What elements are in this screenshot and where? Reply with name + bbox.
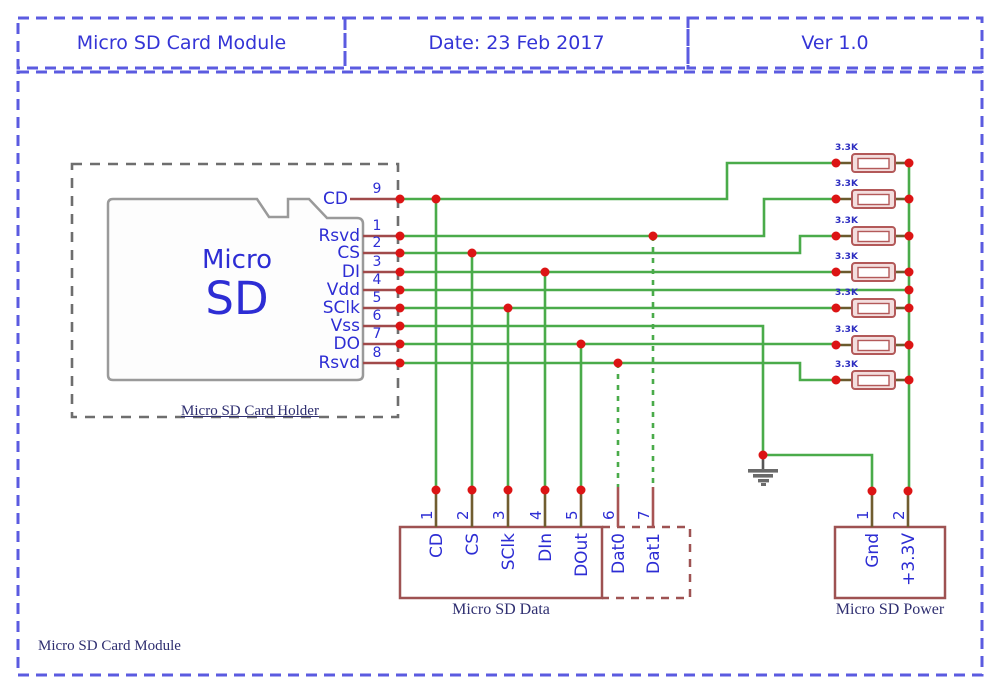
pin-label: DOut bbox=[572, 533, 592, 577]
resistor bbox=[851, 189, 896, 209]
holder-pin-number: 4 bbox=[372, 272, 382, 288]
holder-pin-number: 3 bbox=[372, 254, 382, 270]
holder-pin-label: DO bbox=[333, 334, 360, 354]
pin-label: +3.3V bbox=[899, 533, 919, 586]
data-connector-box bbox=[398, 525, 604, 600]
pin-label: CD bbox=[427, 533, 447, 558]
holder-pin-label: Vss bbox=[330, 316, 360, 336]
holder-pin-number: 9 bbox=[372, 181, 382, 197]
resistor-value: 3.3K bbox=[835, 216, 858, 226]
resistor-value: 3.3K bbox=[835, 325, 858, 335]
title-version: Ver 1.0 bbox=[801, 32, 869, 54]
pin-label: SClk bbox=[499, 533, 519, 570]
resistor-value: 3.3K bbox=[835, 179, 858, 189]
wires bbox=[400, 161, 911, 492]
resistor bbox=[851, 226, 896, 246]
resistor bbox=[851, 153, 896, 173]
wires-reserved-dashed bbox=[616, 236, 655, 487]
junction-dots bbox=[395, 158, 914, 496]
power-connector-pin-numbers: 1 2 bbox=[854, 510, 908, 520]
resistor-value: 3.3K bbox=[835, 143, 858, 153]
pin-label: CS bbox=[463, 533, 483, 556]
holder-pin-label: CD bbox=[323, 189, 348, 209]
pin-number: 3 bbox=[490, 510, 508, 520]
holder-pin-number: 2 bbox=[372, 235, 382, 251]
title-block-borders bbox=[16, 16, 984, 677]
holder-pin-number: 1 bbox=[372, 218, 382, 234]
resistor bbox=[851, 298, 896, 318]
pin-label: Dat0 bbox=[609, 533, 629, 574]
data-connector-caption: Micro SD Data bbox=[452, 601, 550, 618]
pin-number: 4 bbox=[527, 510, 545, 520]
micro-sd-card-shape bbox=[106, 197, 365, 382]
holder-pin-number: 6 bbox=[372, 308, 382, 324]
holder-pin-number: 7 bbox=[372, 326, 382, 342]
footer-label: Micro SD Card Module bbox=[38, 638, 181, 654]
title-date: Date: 23 Feb 2017 bbox=[428, 32, 605, 54]
holder-pin-label: Rsvd bbox=[318, 353, 360, 373]
ground-symbol bbox=[748, 455, 778, 486]
pin-number: 1 bbox=[418, 510, 436, 520]
holder-pin-label: Rsvd bbox=[318, 226, 360, 246]
pin-label: DIn bbox=[536, 533, 556, 562]
power-connector-box bbox=[833, 525, 947, 600]
data-connector-pin-labels: CD CS SClk DIn DOut Dat0 Dat1 bbox=[427, 533, 664, 577]
pin-label: Dat1 bbox=[644, 533, 664, 574]
holder-pin-number: 8 bbox=[372, 345, 382, 361]
resistor-value: 3.3K bbox=[835, 252, 858, 262]
resistor-value: 3.3K bbox=[835, 360, 858, 370]
resistor bbox=[851, 335, 896, 355]
pullup-resistors bbox=[851, 153, 896, 390]
power-connector-pin-labels: Gnd +3.3V bbox=[863, 533, 919, 586]
pin-number: 5 bbox=[563, 510, 581, 520]
card-brand-line1: Micro bbox=[202, 245, 272, 275]
pin-number: 2 bbox=[890, 510, 908, 520]
holder-pin-label: Vdd bbox=[326, 280, 360, 300]
pin-number: 6 bbox=[600, 510, 618, 520]
data-connector-pin-numbers: 1 2 3 4 5 6 7 bbox=[418, 510, 653, 520]
pin-number: 1 bbox=[854, 510, 872, 520]
holder-pin-label: CS bbox=[337, 243, 360, 263]
resistor bbox=[851, 370, 896, 390]
resistor-value: 3.3K bbox=[835, 288, 858, 298]
connector-pin-stubs bbox=[434, 490, 910, 527]
holder-pin-label: DI bbox=[341, 262, 360, 282]
data-connector-reserved-box bbox=[602, 525, 692, 600]
pin-number: 7 bbox=[635, 510, 653, 520]
pin-number: 2 bbox=[454, 510, 472, 520]
card-brand-line2: SD bbox=[205, 272, 269, 325]
card-holder-caption: Micro SD Card Holder bbox=[181, 403, 319, 419]
title-module: Micro SD Card Module bbox=[76, 32, 287, 54]
pin-label: Gnd bbox=[863, 533, 883, 568]
resistor bbox=[851, 262, 896, 282]
reserved-pin-stubs bbox=[616, 487, 655, 527]
holder-pin-stubs bbox=[350, 197, 400, 365]
holder-pin-number: 5 bbox=[372, 290, 382, 306]
holder-pin-label: SClk bbox=[322, 298, 360, 318]
power-connector-caption: Micro SD Power bbox=[835, 601, 945, 618]
